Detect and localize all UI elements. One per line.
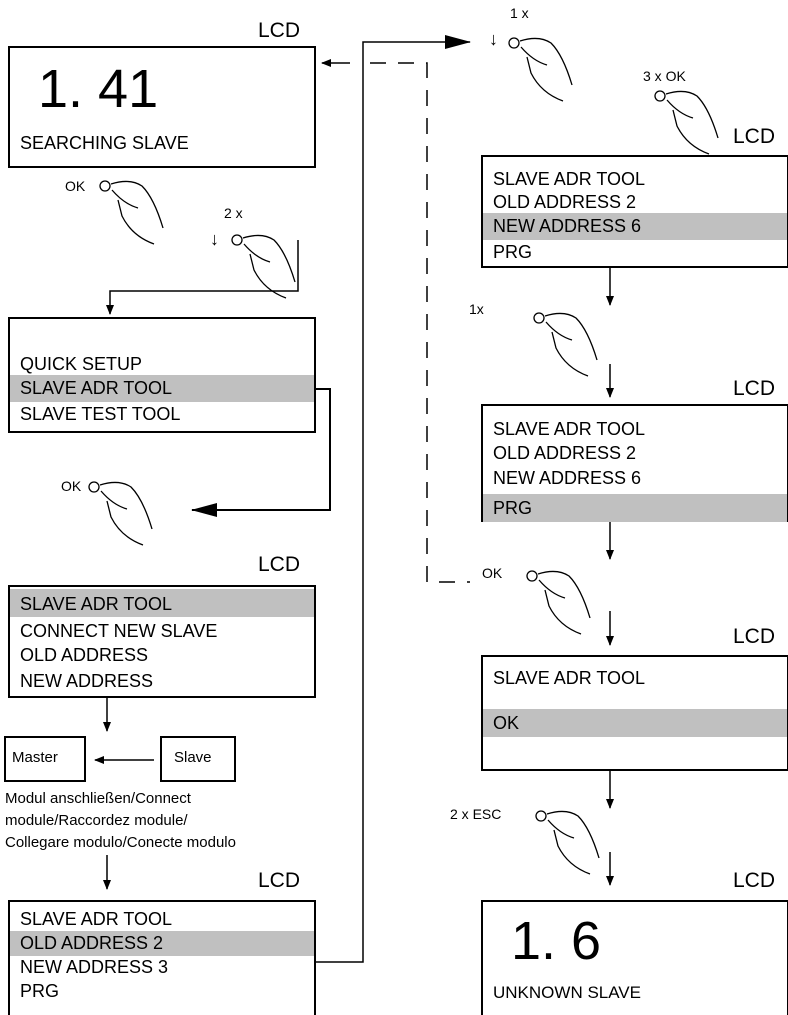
hand-icon-1x-down xyxy=(508,37,573,102)
lcd-unknown-slave: 1. 6 UNKNOWN SLAVE xyxy=(481,900,788,1015)
lcd-status-text: UNKNOWN SLAVE xyxy=(493,983,641,1002)
lcd-old-address: SLAVE ADR TOOL OLD ADDRESS 2 NEW ADDRESS… xyxy=(8,900,316,1015)
menu-item-slave-adr-tool: SLAVE ADR TOOL xyxy=(10,375,314,402)
lcd-label: LCD xyxy=(258,869,301,892)
hand-icon-1x-press xyxy=(533,312,598,377)
lcd-label: LCD xyxy=(733,625,776,648)
screen-line: NEW ADDRESS 3 xyxy=(20,957,169,977)
caption-line: module/Raccordez module/ xyxy=(5,811,188,829)
caption-line: Collegare modulo/Conecte modulo xyxy=(5,833,236,851)
screen-line: PRG xyxy=(483,494,787,522)
lcd-big-number: 1. 6 xyxy=(511,911,602,971)
hand-icon-3x-ok xyxy=(654,90,719,155)
esc-label: 2 x ESC xyxy=(450,806,502,822)
lcd-label: LCD xyxy=(733,125,776,148)
screen-line: OK xyxy=(483,709,787,737)
slave-box: Slave xyxy=(160,736,236,782)
press-count-label: 1x xyxy=(469,301,484,317)
screen-line: PRG xyxy=(493,242,533,262)
menu-item-quick-setup: QUICK SETUP xyxy=(20,354,143,374)
connector-to-right-column xyxy=(316,35,471,963)
master-box: Master xyxy=(4,736,86,782)
ok-label: OK xyxy=(61,478,82,494)
lcd-connect-slave: SLAVE ADR TOOL CONNECT NEW SLAVE OLD ADD… xyxy=(8,585,316,698)
screen-line: NEW ADDRESS 6 xyxy=(493,468,642,488)
down-arrow-icon: ↓ xyxy=(489,29,498,49)
connector-to-main-menu xyxy=(106,240,299,315)
screen-line: OLD ADDRESS 2 xyxy=(493,443,637,463)
screen-line: CONNECT NEW SLAVE xyxy=(20,621,218,641)
screen-line: SLAVE ADR TOOL xyxy=(493,668,646,688)
lcd-label: LCD xyxy=(258,19,301,42)
lcd-label: LCD xyxy=(733,377,776,400)
lcd-prg: SLAVE ADR TOOL OLD ADDRESS 2 NEW ADDRESS… xyxy=(481,404,788,522)
hand-icon-ok-2 xyxy=(88,481,153,546)
hand-icon-2x-esc xyxy=(535,810,600,875)
lcd-ok: SLAVE ADR TOOL OK xyxy=(481,655,788,771)
menu-item-slave-test-tool: SLAVE TEST TOOL xyxy=(20,404,181,424)
screen-line: NEW ADDRESS 6 xyxy=(483,213,787,240)
screen-line: SLAVE ADR TOOL xyxy=(10,589,314,617)
screen-line: OLD ADDRESS 2 xyxy=(10,931,314,956)
ok-label: OK xyxy=(482,565,503,581)
lcd-main-menu: QUICK SETUP SLAVE ADR TOOL SLAVE TEST TO… xyxy=(8,317,316,433)
screen-line: OLD ADDRESS 2 xyxy=(493,192,637,212)
connector-to-ok-2 xyxy=(191,388,331,517)
lcd-searching-slave: 1. 41 SEARCHING SLAVE xyxy=(8,46,316,168)
press-count-label: 3 x OK xyxy=(643,68,686,84)
screen-line: SLAVE ADR TOOL xyxy=(493,169,646,189)
lcd-big-number: 1. 41 xyxy=(38,59,159,119)
lcd-new-address: SLAVE ADR TOOL OLD ADDRESS 2 NEW ADDRESS… xyxy=(481,155,788,268)
screen-line: NEW ADDRESS xyxy=(20,671,154,691)
dashed-feedback-line xyxy=(370,62,470,583)
screen-line: PRG xyxy=(20,981,60,1001)
screen-line: SLAVE ADR TOOL xyxy=(20,909,173,929)
down-arrow-icon: ↓ xyxy=(210,229,219,249)
ok-label: OK xyxy=(65,178,86,194)
caption-line: Modul anschließen/Connect xyxy=(5,790,191,807)
press-count-label: 1 x xyxy=(510,5,529,21)
hand-icon-2x-down xyxy=(231,234,296,299)
lcd-status-text: SEARCHING SLAVE xyxy=(20,133,189,153)
screen-line: SLAVE ADR TOOL xyxy=(493,419,646,439)
lcd-label: LCD xyxy=(733,869,776,892)
press-count-label: 2 x xyxy=(224,205,243,221)
connect-module-caption: Modul anschließen/Connect module/Raccord… xyxy=(5,788,236,853)
hand-icon-ok-1 xyxy=(99,180,164,245)
lcd-label: LCD xyxy=(258,553,301,576)
screen-line: OLD ADDRESS xyxy=(20,645,149,665)
hand-icon-ok-3 xyxy=(526,570,591,635)
